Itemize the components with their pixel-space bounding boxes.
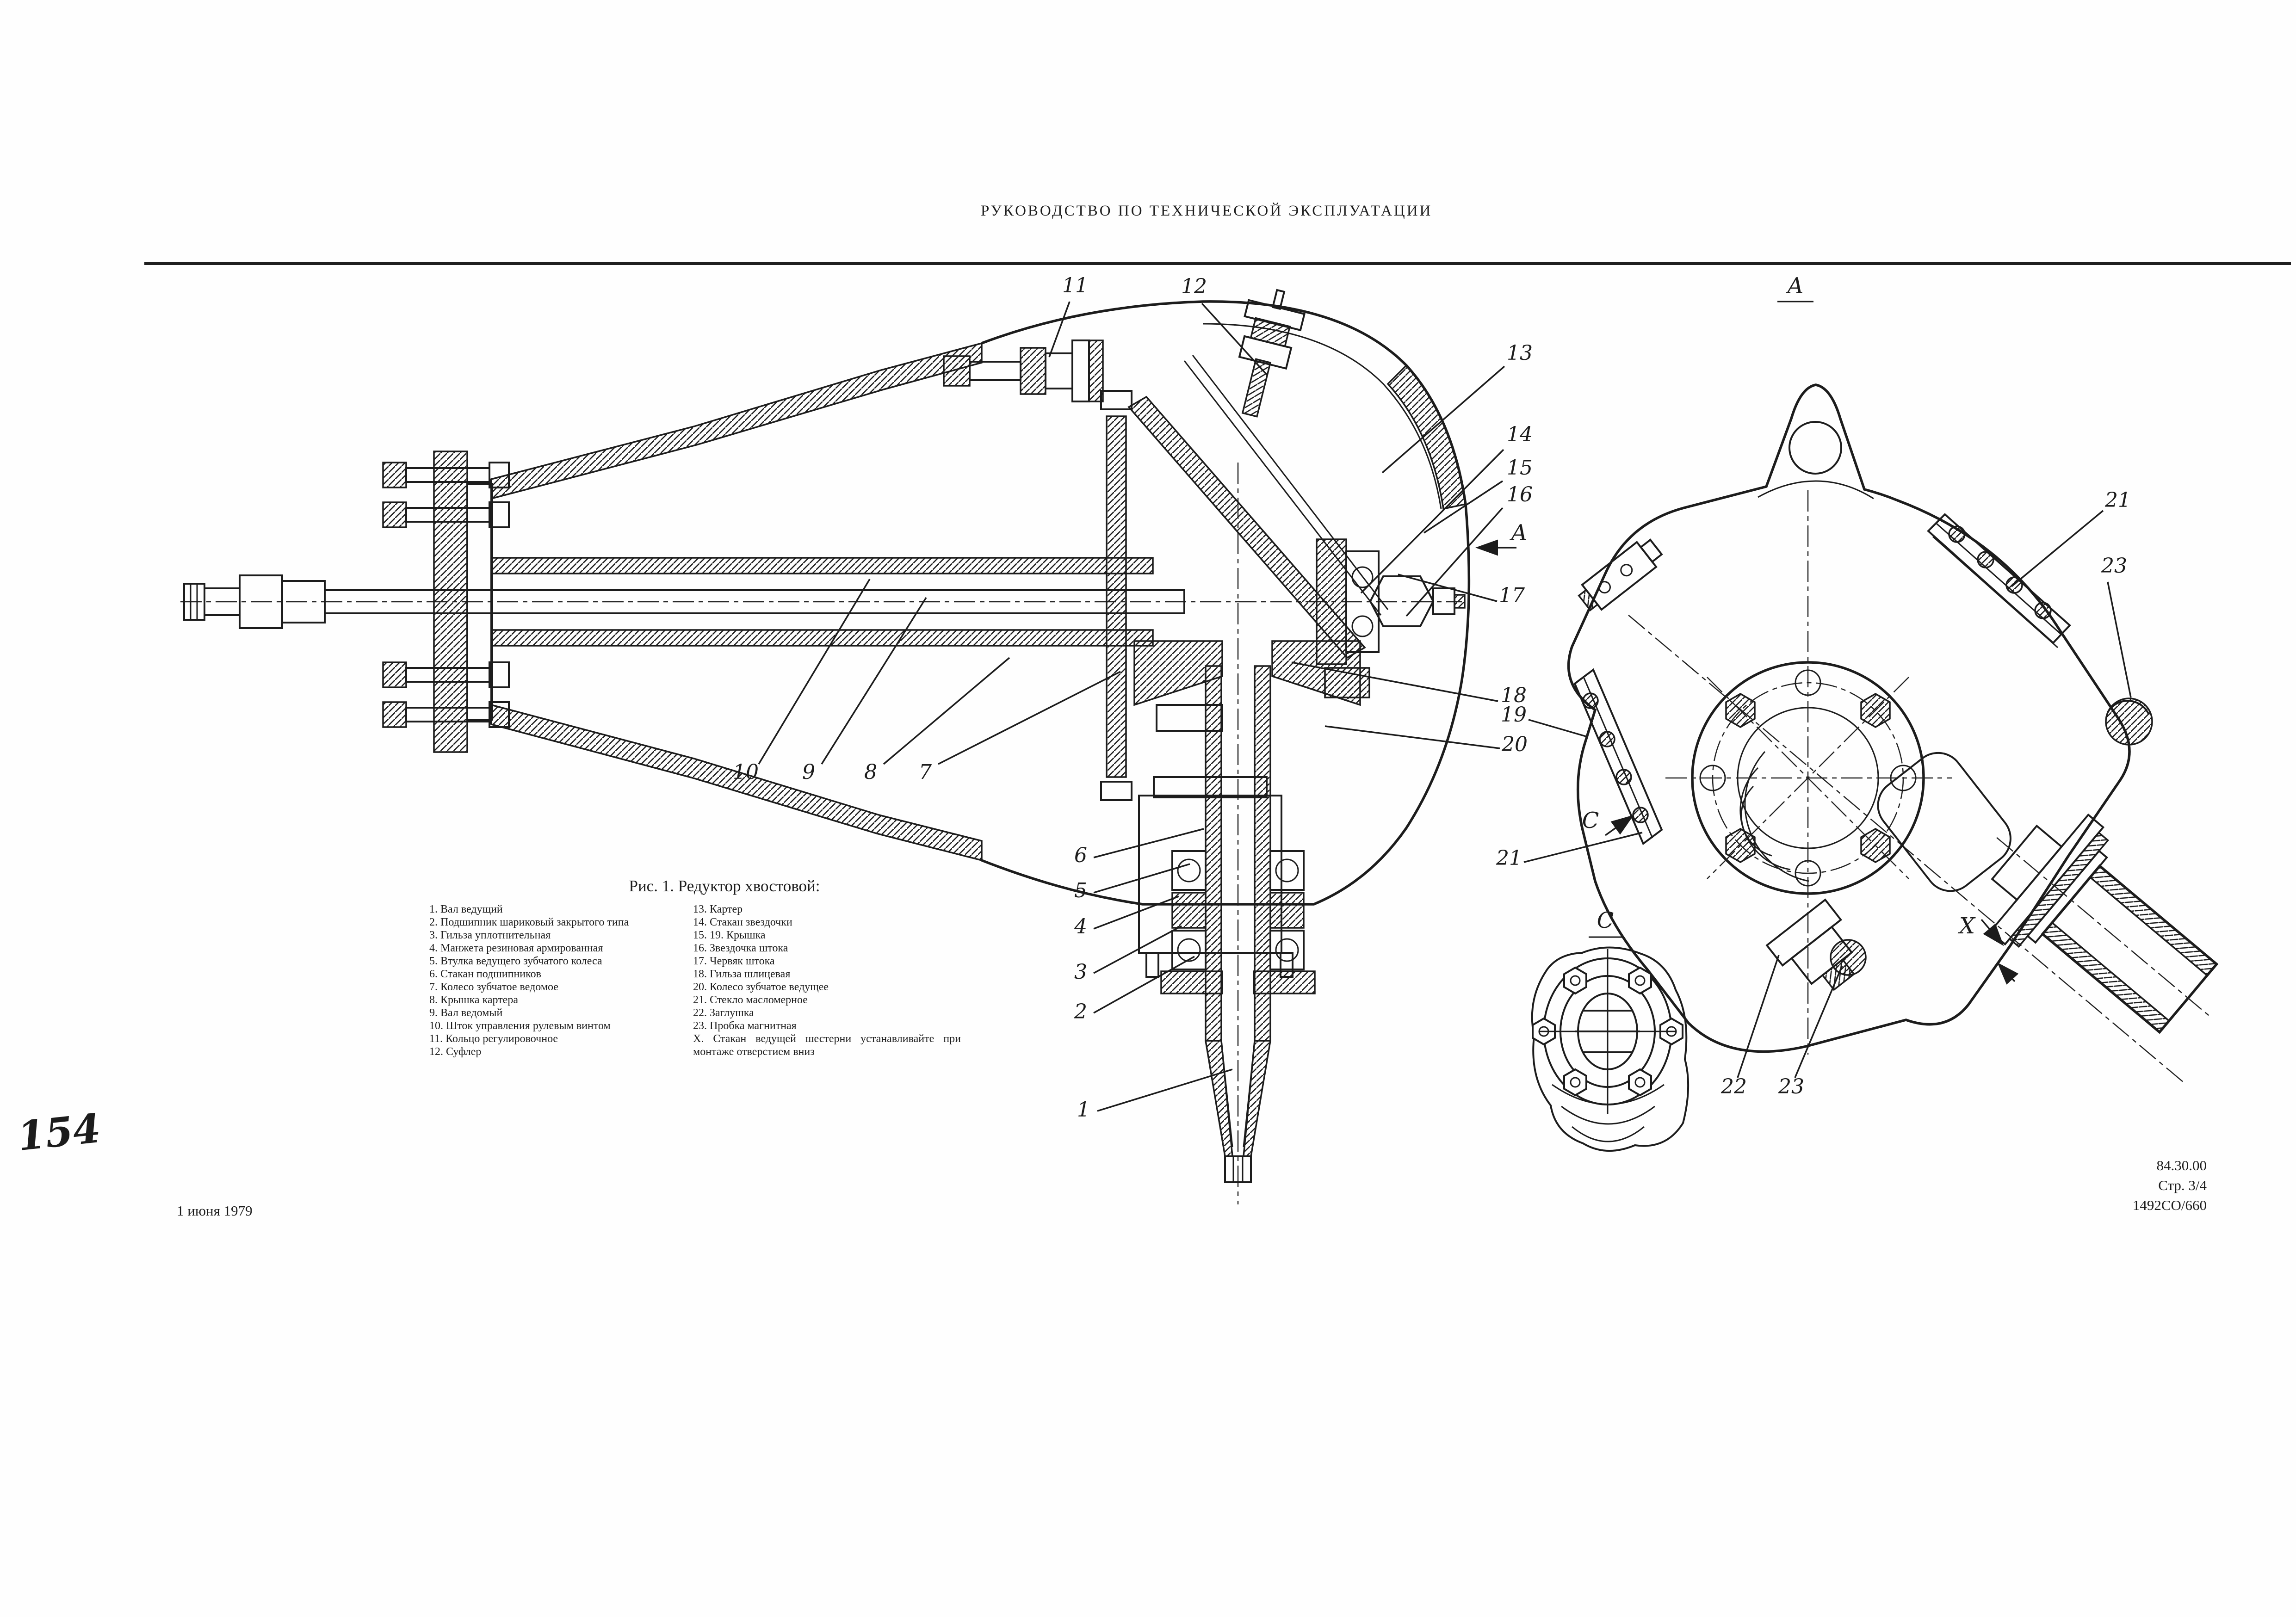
callout-1: 1: [1077, 1098, 1090, 1122]
part-note-x: X. Стакан ведущей шестерни устанавливайт…: [693, 1033, 961, 1045]
part-item: 1. Вал ведущий: [429, 903, 503, 915]
view-a-title: A: [1786, 273, 1804, 299]
callout-23-bottom: 23: [1778, 1075, 1804, 1099]
part-item: 20. Колесо зубчатое ведущее: [693, 981, 829, 993]
part-item: 13. Картер: [693, 903, 743, 915]
part-item: 6. Стакан подшипников: [429, 968, 541, 980]
part-item: 17. Червяк штока: [693, 955, 775, 967]
callout-7: 7: [919, 760, 932, 784]
callout-5: 5: [1074, 879, 1087, 902]
mounting-flange: [382, 451, 510, 753]
dimension-x-label: X: [1957, 913, 1976, 939]
callout-9: 9: [802, 760, 815, 784]
header-rule: [144, 262, 2291, 265]
input-shaft: [183, 557, 1185, 647]
breather: [1238, 289, 1306, 418]
view-a-diagram: [1567, 383, 2219, 1083]
handwritten-page-number: 154: [15, 1105, 103, 1160]
mount-lug-hole: [1789, 421, 1842, 475]
magnetic-plug-side: [2105, 697, 2153, 746]
part-item: 10. Шток управления рулевым винтом: [429, 1020, 611, 1032]
part-item: 15. 19. Крышка: [693, 929, 766, 941]
part-item: 18. Гильза шлицевая: [693, 968, 791, 980]
footer-page-ref: Стр. 3/4: [2158, 1177, 2207, 1193]
callout-20: 20: [1501, 733, 1528, 756]
footer-date: 1 июня 1979: [177, 1203, 253, 1219]
main-flange-face: [1628, 490, 2184, 1083]
part-item: 9. Вал ведомый: [429, 1007, 503, 1019]
callout-17: 17: [1499, 584, 1525, 607]
part-note-x-cont: монтаже отверстием вниз: [693, 1046, 815, 1058]
page-header-title: РУКОВОДСТВО ПО ТЕХНИЧЕСКОЙ ЭКСПЛУАТАЦИИ: [981, 203, 1433, 219]
callout-13: 13: [1507, 341, 1533, 365]
part-item: 11. Кольцо регулировочное: [429, 1033, 558, 1045]
callout-19: 19: [1501, 703, 1527, 727]
part-item: 14. Стакан звездочки: [693, 916, 792, 928]
housing-window: [1877, 752, 2011, 892]
part-item: 21. Стекло масломерное: [693, 994, 808, 1006]
gearbox-cross-section: [180, 289, 1471, 1204]
part-item: 16. Звездочка штока: [693, 942, 788, 954]
part-item: 3. Гильза уплотнительная: [429, 929, 551, 941]
footer-doc-code: 84.30.00: [2156, 1157, 2207, 1173]
callout-21-right: 21: [2104, 488, 2131, 512]
callout-2: 2: [1074, 1000, 1087, 1024]
footer-doc-number: 1492CO/660: [2132, 1197, 2207, 1213]
callout-8: 8: [864, 760, 877, 784]
parts-list-right: 13. Картер 14. Стакан звездочки 15. 19. …: [693, 903, 961, 1058]
oil-level-glass: [1927, 513, 2071, 648]
part-item: 23. Пробка магнитная: [693, 1020, 797, 1032]
callout-18: 18: [1501, 684, 1527, 707]
callout-16: 16: [1507, 483, 1533, 506]
callout-11: 11: [1062, 274, 1088, 297]
bevel-gears: [1133, 640, 1361, 732]
view-c-title: C: [1597, 907, 1614, 933]
part-item: 4. Манжета резиновая армированная: [429, 942, 603, 954]
callout-12: 12: [1181, 275, 1207, 298]
part-item: 2. Подшипник шариковый закрытого типа: [429, 916, 629, 928]
magnetic-plug-bottom: [1830, 939, 1867, 976]
gear-housing: [981, 300, 1471, 906]
callout-14: 14: [1507, 423, 1533, 446]
part-item: 8. Крышка картера: [429, 994, 518, 1006]
view-c-detail: [1531, 946, 1690, 1152]
view-c-arrow-label: C: [1582, 808, 1599, 833]
upper-left-fitting: [1578, 538, 1663, 611]
output-shaft-column: [1138, 665, 1316, 1183]
callout-6: 6: [1074, 844, 1087, 867]
callout-3: 3: [1074, 960, 1087, 984]
callout-4: 4: [1074, 915, 1087, 938]
part-item: 5. Втулка ведущего зубчатого колеса: [429, 955, 602, 967]
adjusting-ring-assembly: [943, 339, 1104, 402]
view-a-arrow-label: A: [1510, 520, 1528, 546]
callout-10: 10: [733, 760, 759, 784]
callout-23-right: 23: [2101, 554, 2127, 578]
part-item: 12. Суфлер: [429, 1046, 482, 1058]
callout-15: 15: [1507, 456, 1533, 480]
parts-list-left: 1. Вал ведущий 2. Подшипник шариковый за…: [429, 903, 629, 1058]
footer-doc-block: 84.30.00 Стр. 3/4 1492CO/660: [2003, 1155, 2207, 1215]
callout-21-left: 21: [1496, 846, 1522, 870]
part-item: 22. Заглушка: [693, 1007, 754, 1019]
flange-bolts-top: [382, 462, 510, 528]
side-oil-glass-edge: [1573, 668, 1663, 846]
callouts: 11 12 13 14 15 16 17 18 19 20 10 9 8: [733, 273, 2132, 1122]
part-item: 7. Колесо зубчатое ведомое: [429, 981, 558, 993]
output-spline-shaft: [1989, 813, 2219, 1034]
callout-22: 22: [1720, 1075, 1747, 1099]
figure-caption: Рис. 1. Редуктор хвостовой:: [629, 877, 820, 895]
view-c-arrow: [1604, 815, 1634, 836]
